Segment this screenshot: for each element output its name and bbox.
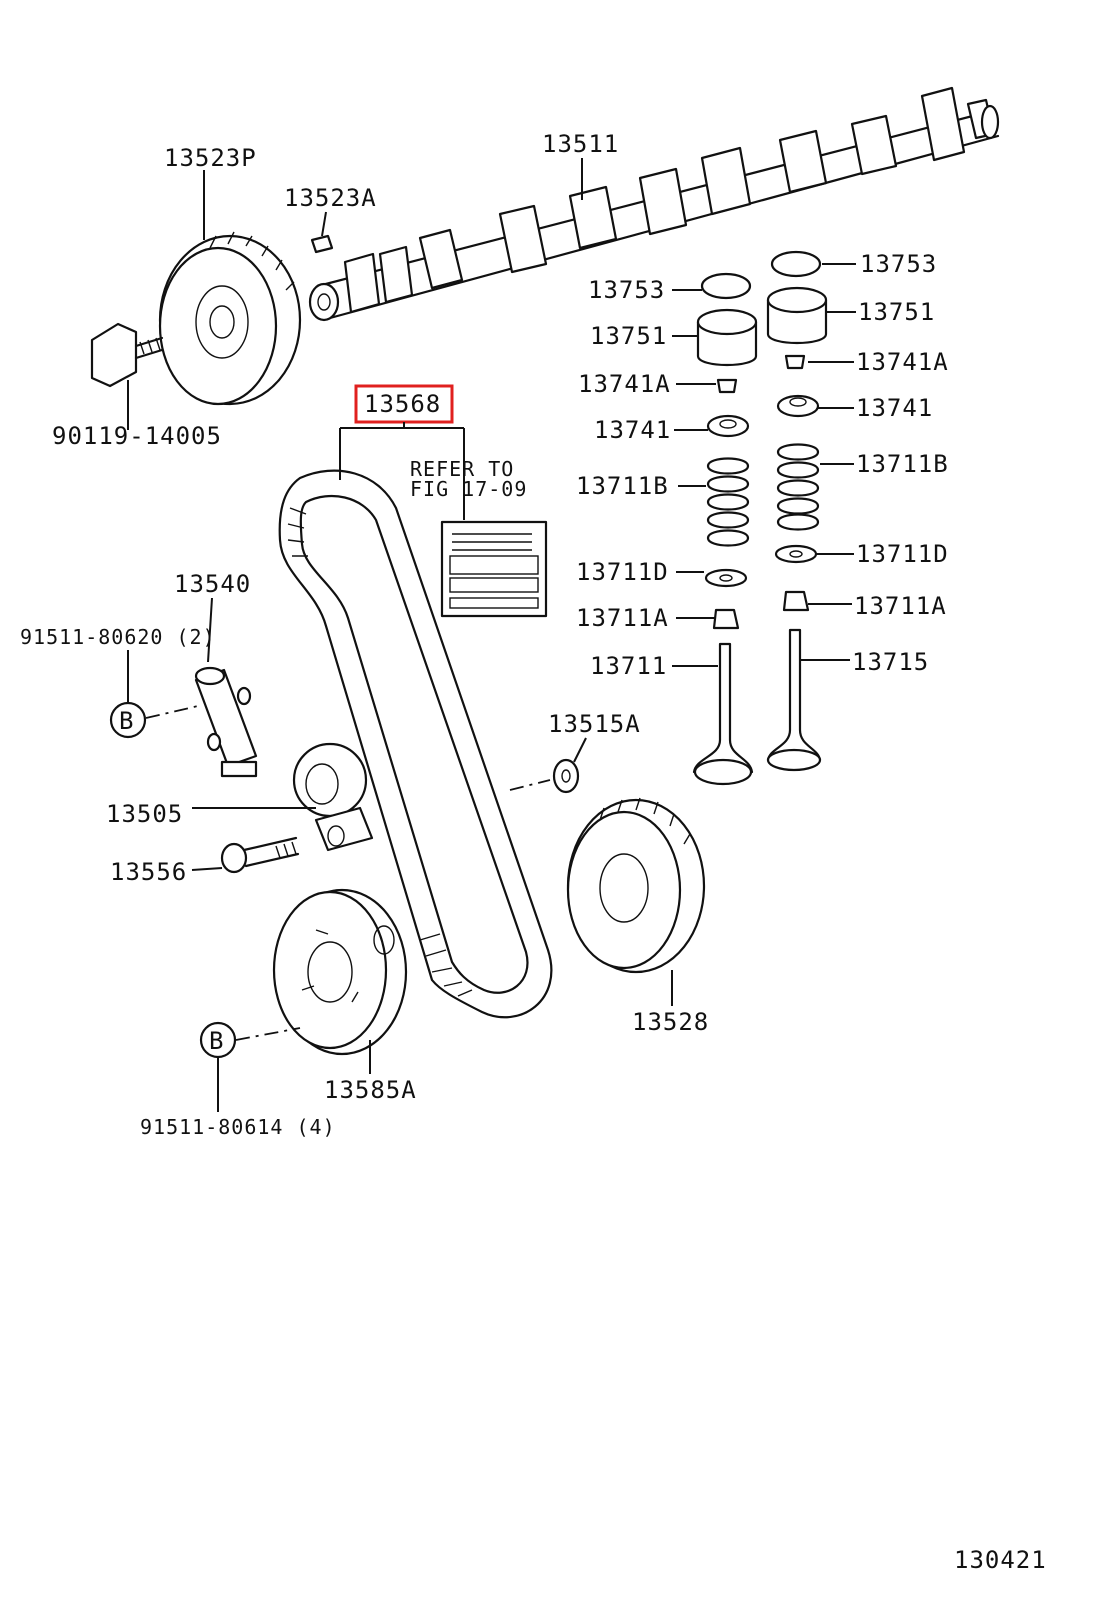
label-left-13753: 13753 — [588, 276, 665, 304]
label-right-13711B: 13711B — [856, 450, 949, 478]
label-13528: 13528 — [632, 1008, 709, 1036]
timing-belt[interactable] — [278, 469, 553, 1019]
label-13556: 13556 — [110, 858, 187, 886]
figure-number: 130421 — [954, 1546, 1047, 1574]
label-b-upper: B — [119, 707, 134, 735]
idler-pulley[interactable] — [292, 742, 374, 852]
refer-text-line2: FIG 17-09 — [410, 477, 527, 501]
crank-pulley-washer[interactable] — [552, 758, 580, 794]
reference-circle-b-lower[interactable] — [199, 1021, 237, 1059]
crankshaft-pulley-damper[interactable] — [272, 888, 408, 1056]
label-left-13751: 13751 — [590, 322, 667, 350]
label-13523A: 13523A — [284, 184, 377, 212]
reference-circle-b-upper[interactable] — [109, 701, 147, 739]
label-13585A: 13585A — [324, 1076, 417, 1104]
label-91511-80620: 91511-80620 (2) — [20, 625, 216, 649]
camshaft-key[interactable] — [310, 234, 334, 254]
refer-text-line1: REFER TO — [410, 457, 514, 481]
timing-belt-tensioner[interactable] — [194, 666, 258, 778]
right-valve-stack[interactable] — [766, 250, 828, 772]
pulley-bolt[interactable] — [90, 322, 164, 388]
label-left-13711A: 13711A — [576, 604, 669, 632]
label-right-13741: 13741 — [856, 394, 933, 422]
label-13523P: 13523P — [164, 144, 257, 172]
label-13511: 13511 — [542, 130, 619, 158]
label-right-13751: 13751 — [858, 298, 935, 326]
label-left-13741: 13741 — [594, 416, 671, 444]
label-left-13711D: 13711D — [576, 558, 669, 586]
label-left-13711: 13711 — [590, 652, 667, 680]
label-right-13711D: 13711D — [856, 540, 949, 568]
camshaft-timing-pulley[interactable] — [158, 231, 302, 406]
label-right-13741A: 13741A — [856, 348, 949, 376]
label-13515A: 13515A — [548, 710, 641, 738]
label-13505: 13505 — [106, 800, 183, 828]
label-left-13711B: 13711B — [576, 472, 669, 500]
label-right-13715: 13715 — [852, 648, 929, 676]
label-left-13741A: 13741A — [578, 370, 671, 398]
label-90119-14005: 90119-14005 — [52, 422, 222, 450]
label-b-lower: B — [209, 1027, 224, 1055]
crankshaft-timing-pulley[interactable] — [566, 797, 706, 974]
label-right-13753: 13753 — [860, 250, 937, 278]
label-13540: 13540 — [174, 570, 251, 598]
camshaft[interactable] — [308, 86, 1000, 322]
label-13568[interactable]: 13568 — [364, 390, 441, 418]
gasket-kit-card-icon[interactable] — [440, 520, 548, 618]
label-91511-80614: 91511-80614 (4) — [140, 1115, 336, 1139]
idler-bolt[interactable] — [220, 836, 300, 874]
left-valve-stack[interactable] — [692, 272, 758, 786]
label-right-13711A: 13711A — [854, 592, 947, 620]
